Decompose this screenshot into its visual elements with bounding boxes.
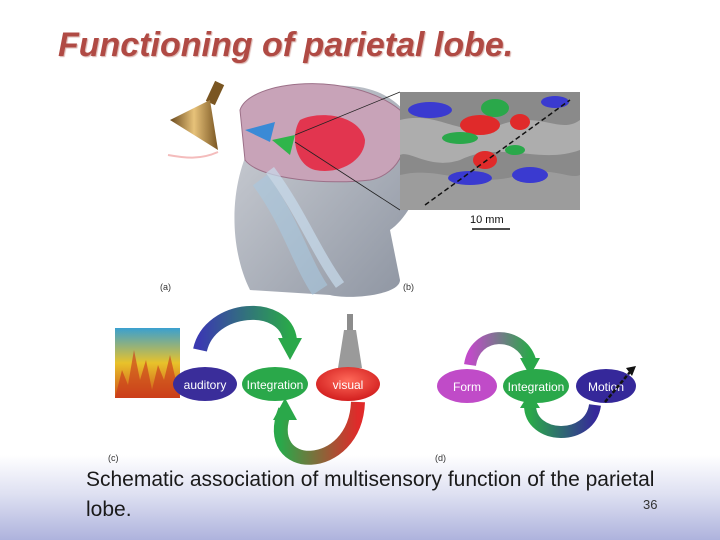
arrowhead-3: [520, 358, 540, 376]
arrowhead-2: [273, 398, 297, 420]
panel-a-head-illustration: [234, 83, 421, 297]
arrow-form-to-integration: [464, 332, 536, 367]
arrowhead-1: [278, 338, 302, 360]
node-form: [437, 369, 497, 403]
node-integration-c-label: Integration: [247, 378, 304, 392]
figure-caption: Schematic association of multisensory fu…: [86, 468, 655, 521]
node-form-label: Form: [453, 380, 481, 394]
node-visual-label: visual: [333, 378, 364, 392]
slide-number: 36: [643, 497, 658, 512]
bell-icon: [167, 80, 225, 159]
bell-silhouette-icon: [338, 314, 362, 368]
parietal-lobe-figure: 10 mm (a) (b) (c) (d) auditory Integrati…: [108, 80, 636, 465]
node-integration-d: [503, 369, 569, 403]
node-auditory-label: auditory: [184, 378, 227, 392]
arrow-integration-to-motion: [524, 403, 601, 438]
panel-b-fmri-map: [294, 91, 580, 211]
node-integration-c: [242, 367, 308, 401]
arrow-integration-to-visual: [273, 401, 365, 465]
arrow-auditory-to-integration: [193, 305, 297, 353]
footer-gradient-band: [0, 455, 720, 540]
scale-bar-label: 10 mm: [470, 214, 504, 226]
node-motion: [576, 369, 636, 403]
panel-label-b: (b): [403, 282, 414, 292]
node-integration-d-label: Integration: [508, 380, 565, 394]
panel-label-a: (a): [160, 282, 171, 292]
slide-title: Functioning of parietal lobe.: [58, 26, 514, 64]
panel-c-spectrogram: [115, 328, 180, 398]
node-auditory: [173, 367, 237, 401]
motion-arrow-icon: [604, 366, 636, 403]
node-visual: [316, 367, 380, 401]
panel-label-d: (d): [435, 453, 446, 463]
panel-label-c: (c): [108, 453, 119, 463]
